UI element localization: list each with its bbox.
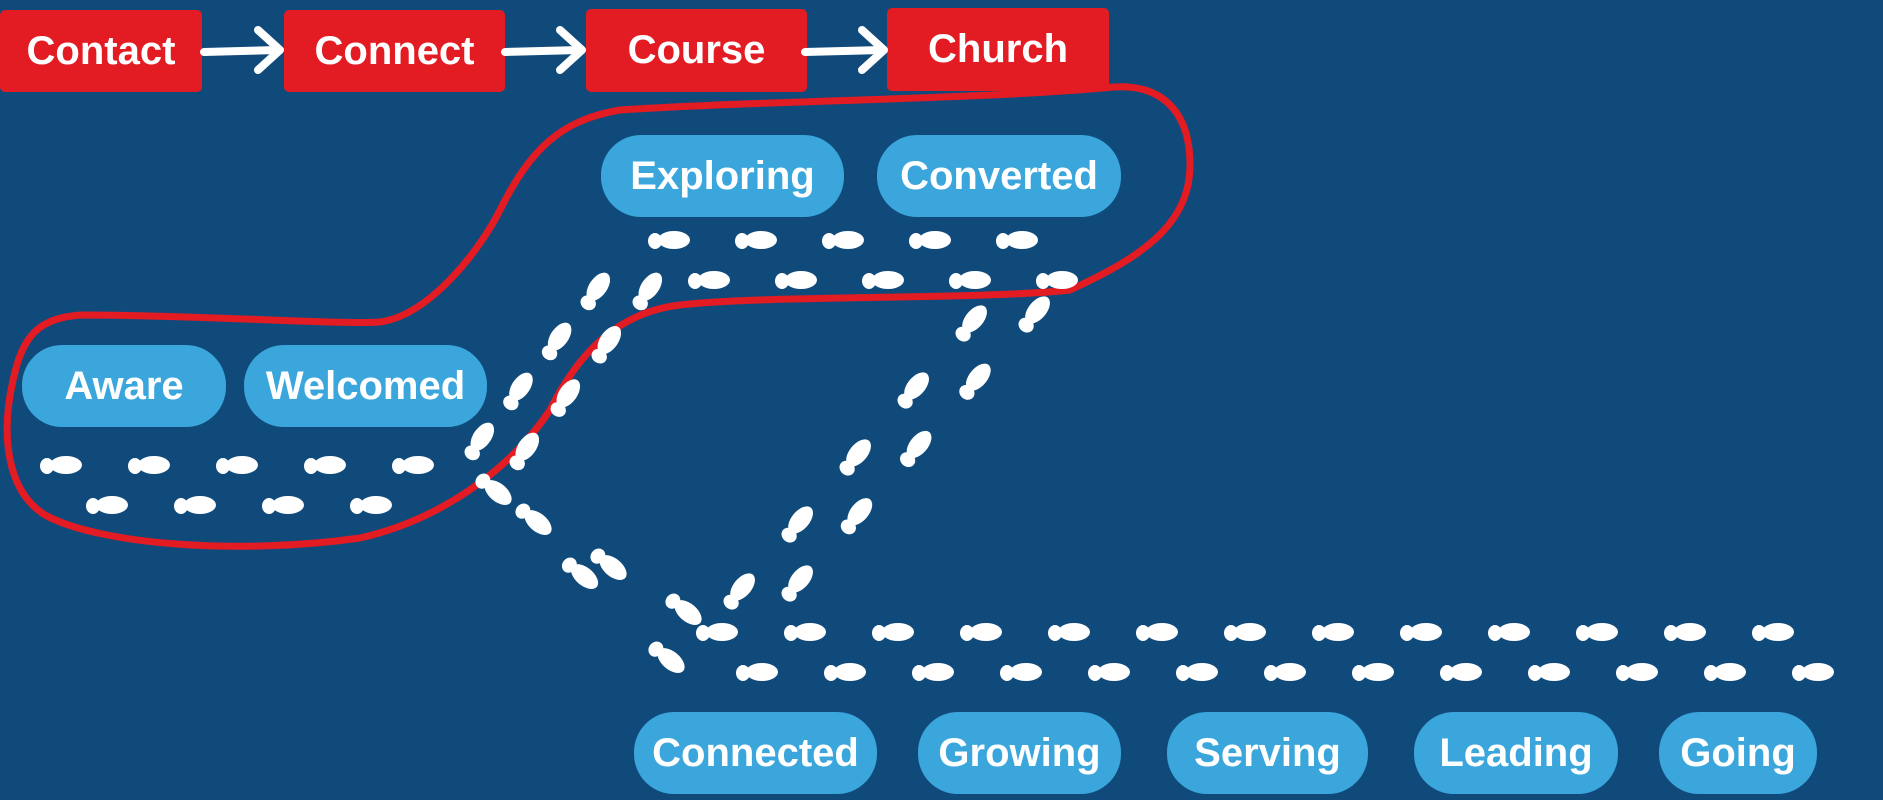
footprint-icon bbox=[776, 560, 818, 605]
footprint-icon bbox=[834, 434, 876, 479]
footprint-icon bbox=[872, 623, 914, 641]
footprint-icon bbox=[662, 588, 707, 630]
footprint-icon bbox=[1352, 663, 1394, 681]
footprint-icon bbox=[1136, 623, 1178, 641]
step-course-label: Course bbox=[627, 28, 766, 72]
highlight-outline bbox=[3, 83, 1194, 550]
arrow-right-icon bbox=[200, 26, 284, 74]
stage-growing-label: Growing bbox=[938, 730, 1101, 775]
step-contact: Contact bbox=[0, 10, 202, 92]
footprint-icon bbox=[950, 300, 992, 345]
footprint-icon bbox=[498, 368, 538, 414]
stage-serving: Serving bbox=[1167, 712, 1368, 794]
footprint-icon bbox=[576, 268, 615, 314]
footprint-icon bbox=[862, 271, 904, 289]
footprint-icon bbox=[1264, 663, 1306, 681]
footprint-icon bbox=[892, 367, 934, 412]
footprint-icon bbox=[688, 271, 730, 289]
step-church: Church bbox=[887, 8, 1109, 91]
footprint-icon bbox=[505, 428, 544, 474]
footprint-icon bbox=[776, 501, 818, 546]
stage-going-label: Going bbox=[1680, 730, 1796, 775]
footprint-icon bbox=[1048, 623, 1090, 641]
footprint-icon bbox=[909, 231, 951, 249]
footprint-icon bbox=[128, 456, 170, 474]
footprint-icon bbox=[735, 231, 777, 249]
footprint-icon bbox=[1528, 663, 1570, 681]
footprint-icon bbox=[1616, 663, 1658, 681]
footprint-icon bbox=[1088, 663, 1130, 681]
footprint-icon bbox=[1440, 663, 1482, 681]
footprint-icon bbox=[1704, 663, 1746, 681]
step-connect: Connect bbox=[284, 10, 505, 92]
step-course: Course bbox=[586, 9, 807, 92]
stage-exploring: Exploring bbox=[601, 135, 844, 217]
footprint-icon bbox=[1000, 663, 1042, 681]
footprint-icon bbox=[1664, 623, 1706, 641]
footprint-icon bbox=[824, 663, 866, 681]
footprint-icon bbox=[949, 271, 991, 289]
footprint-icon bbox=[696, 623, 738, 641]
footprint-icon bbox=[460, 418, 499, 464]
stage-going: Going bbox=[1659, 712, 1817, 794]
footprint-icon bbox=[350, 496, 392, 514]
footprint-icon bbox=[960, 623, 1002, 641]
stage-leading-label: Leading bbox=[1439, 730, 1593, 775]
stage-welcomed-label: Welcomed bbox=[265, 363, 466, 408]
stage-leading: Leading bbox=[1414, 712, 1618, 794]
footprint-icon bbox=[736, 663, 778, 681]
stage-welcomed: Welcomed bbox=[244, 345, 487, 427]
stage-aware: Aware bbox=[22, 345, 226, 427]
stage-serving-label: Serving bbox=[1194, 730, 1341, 775]
footprint-icon bbox=[775, 271, 817, 289]
footprint-icon bbox=[954, 359, 996, 403]
stage-converted-label: Converted bbox=[900, 153, 1098, 198]
footprint-icon bbox=[784, 623, 826, 641]
stage-connected: Connected bbox=[634, 712, 877, 794]
stage-aware-label: Aware bbox=[64, 363, 184, 408]
step-church-label: Church bbox=[928, 27, 1068, 71]
footprint-icon bbox=[1576, 623, 1618, 641]
stage-connected-label: Connected bbox=[652, 730, 859, 775]
step-connect-label: Connect bbox=[314, 28, 475, 73]
footprint-icon bbox=[304, 456, 346, 474]
footprint-icon bbox=[895, 426, 937, 471]
arrow-right-icon bbox=[801, 26, 888, 74]
stage-growing: Growing bbox=[918, 712, 1121, 794]
stage-converted: Converted bbox=[877, 135, 1121, 217]
footprint-icon bbox=[512, 498, 557, 540]
footprint-icon bbox=[822, 231, 864, 249]
footprint-icon bbox=[912, 663, 954, 681]
footprint-icon bbox=[86, 496, 128, 514]
footprint-icon bbox=[1400, 623, 1442, 641]
footprint-icon bbox=[996, 231, 1038, 249]
footprint-icon bbox=[1488, 623, 1530, 641]
footprint-icon bbox=[216, 456, 258, 474]
footprint-icon bbox=[40, 456, 82, 474]
footprint-icon bbox=[174, 496, 216, 514]
arrow-right-icon bbox=[501, 26, 586, 74]
footprint-icon bbox=[1312, 623, 1354, 641]
footprint-icon bbox=[1013, 291, 1055, 336]
footprint-icon bbox=[1036, 271, 1078, 289]
footprint-icon bbox=[836, 493, 878, 538]
footprint-icon bbox=[262, 496, 304, 514]
footprint-icon bbox=[537, 318, 577, 364]
step-contact-label: Contact bbox=[26, 28, 176, 73]
footprint-icon bbox=[1752, 623, 1794, 641]
footprint-icon bbox=[1176, 663, 1218, 681]
stage-exploring-label: Exploring bbox=[630, 153, 815, 198]
footprint-icon bbox=[392, 456, 434, 474]
footprint-icon bbox=[718, 568, 760, 613]
footprint-icon bbox=[1224, 623, 1266, 641]
footprint-icon bbox=[1792, 663, 1834, 681]
footprint-icon bbox=[645, 636, 690, 678]
footprint-icon bbox=[648, 231, 690, 249]
